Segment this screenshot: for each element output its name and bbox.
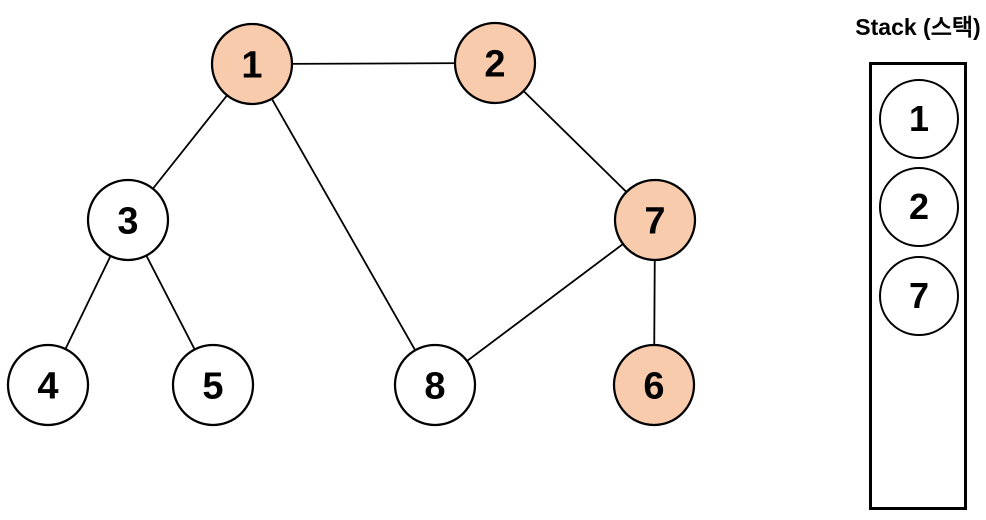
graph-node-8	[393, 343, 477, 427]
graph-node-label-3: 3	[117, 201, 138, 243]
edge-7-8	[434, 219, 656, 386]
stack-item-7: 7	[879, 256, 959, 336]
graph-node-label-6: 6	[643, 366, 664, 408]
graph-node-label-7: 7	[644, 201, 665, 243]
graph-node-3	[86, 178, 170, 262]
graph-node-6	[612, 343, 696, 427]
graph-node-7	[613, 178, 697, 262]
graph-node-label-5: 5	[202, 366, 223, 408]
graph-node-label-4: 4	[37, 366, 58, 408]
graph-node-label-8: 8	[424, 366, 445, 408]
stack-item-1: 1	[879, 79, 959, 159]
graph-node-1	[210, 22, 294, 106]
graph-node-label-2: 2	[484, 44, 505, 86]
graph-node-label-1: 1	[241, 45, 262, 87]
stack-title: Stack (스택)	[855, 14, 981, 40]
graph-node-5	[171, 343, 255, 427]
edge-1-8	[251, 63, 436, 386]
graph-node-4	[6, 343, 90, 427]
stack-item-2: 2	[879, 167, 959, 247]
graph-node-2	[453, 21, 537, 105]
